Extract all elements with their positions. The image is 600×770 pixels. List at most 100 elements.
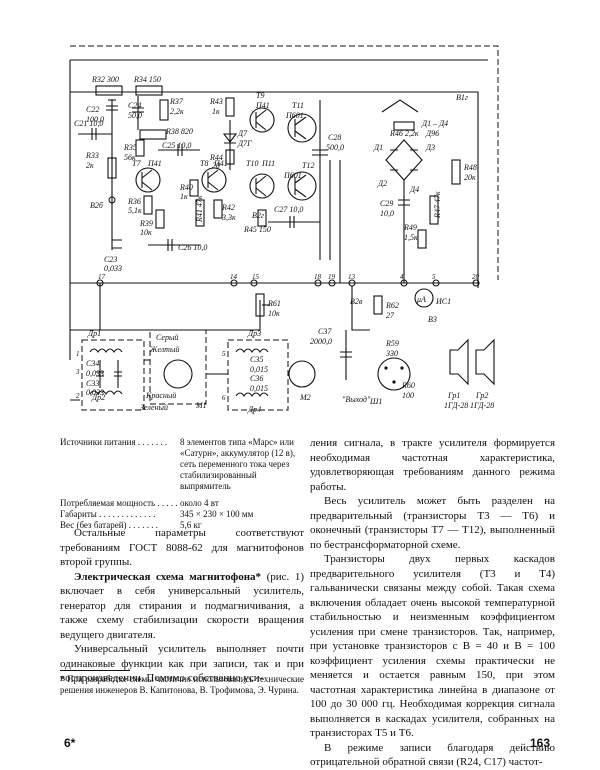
spec-key: Потребляемая мощность . . . . . (60, 498, 178, 508)
footnote: * При разработке схемы частично использо… (60, 674, 304, 695)
terminal-14: 14 (230, 273, 238, 281)
terminal-19: 19 (328, 273, 336, 281)
r45-label: R45 150 (243, 225, 271, 234)
r37-label: R37 (169, 97, 184, 106)
t7-label: T7 (132, 159, 141, 168)
right-column: ления сигнала, в тракте усилителя формир… (310, 436, 555, 770)
b1g-label: B1г (456, 93, 468, 102)
c21-label: C21 10,0 (74, 119, 103, 128)
r60-value: 100 (402, 391, 414, 400)
dr3-label: Др3 (247, 329, 261, 338)
r36-label: R36 (127, 197, 141, 206)
zheltyi-label: Желтый (149, 345, 179, 354)
t10-label: T10 (246, 159, 258, 168)
c33-label: C33 (86, 379, 99, 388)
spec-key: Габариты . . . . . . . . . . . . . (60, 509, 156, 519)
spec-value: 345 × 230 × 100 мм (180, 509, 254, 519)
r35-label: R35 (123, 143, 137, 152)
r35-value: 56к (124, 153, 136, 162)
c34-label: C34 (86, 359, 99, 368)
microammeter-label: μA (416, 295, 426, 304)
left-column: Остальные параметры соответствуют требов… (60, 526, 304, 686)
krasnyi-label: Красный (145, 391, 176, 400)
c27-label: C27 10,0 (274, 205, 303, 214)
r43-value: 1к (212, 107, 220, 116)
spec-key: Источники питания . . . . . . . (60, 437, 168, 447)
r39-value: 10к (140, 228, 152, 237)
paragraph: Транзисторы двух первых каскадов предвар… (310, 553, 555, 739)
dr4-label: Др4 (247, 405, 261, 414)
terminal-strip: 17 14 15 18 19 13 4 5 20 (96, 273, 480, 287)
r60-label: R60 (401, 381, 415, 390)
b3-label: B3 (428, 315, 437, 324)
section-heading: Электрическая схема магнитофона* (74, 570, 262, 583)
r44-label: R44 (209, 153, 223, 162)
m1-label: M1 (195, 401, 207, 410)
r48-value: 20к (464, 173, 476, 182)
d4-label: Д4 (409, 185, 419, 194)
c22-value: 100,0 (86, 115, 104, 124)
c24-value: 50,0 (128, 111, 142, 120)
t8-label: T8 (200, 159, 208, 168)
dr2-label: Др2 (91, 393, 105, 402)
r42-label: R42 (221, 203, 235, 212)
svg-text:3: 3 (75, 368, 80, 376)
b2g-label: B2г (252, 211, 264, 220)
svg-text:1: 1 (76, 350, 80, 358)
r37-value: 2,2к (170, 107, 184, 116)
r61-value: 10к (268, 309, 280, 318)
terminal-17: 17 (98, 273, 106, 281)
r39-label: R39 (139, 219, 153, 228)
r40-label: R40 (179, 183, 193, 192)
d1-label: Д1 (373, 143, 383, 152)
sh1-label: Ш1 (369, 397, 382, 406)
terminal-13: 13 (348, 273, 356, 281)
r36-value: 5,1к (128, 206, 142, 215)
b2v-label: B2в (350, 297, 363, 306)
spec-weight: Вес (без батарей) . . . . . . . 5,6 кг (60, 520, 306, 531)
r43-label: R43 (209, 97, 223, 106)
terminal-4: 4 (400, 273, 404, 281)
r34-label: R34 150 (133, 75, 161, 84)
d7-type: Д7Г (237, 139, 252, 148)
paragraph: (рис. 1) включает в себя универсальный у… (60, 570, 304, 641)
c35-label: C35 (250, 355, 263, 364)
b2b-label: B2б (90, 201, 104, 210)
footnote-rule (60, 670, 130, 671)
c36-value: 0,015 (250, 384, 268, 393)
r49-label: R49 (403, 223, 417, 232)
c35-value: 0,015 (250, 365, 268, 374)
c24-label: C24 (128, 101, 141, 110)
terminal-15: 15 (252, 273, 260, 281)
c36-label: C36 (250, 374, 263, 383)
paragraph: ления сигнала, в тракте усилителя формир… (310, 437, 555, 493)
paragraph: Весь усилитель может быть разделен на пр… (310, 495, 555, 551)
r59-label: R59 (385, 339, 399, 348)
c23-value: 0,033 (104, 264, 122, 273)
vykhod-label: "Выход" (342, 395, 371, 404)
t11-type: П601 (285, 111, 304, 120)
r49-value: 1,5к (404, 233, 418, 242)
svg-text:6: 6 (222, 394, 226, 402)
r41-label: R41 47к (195, 195, 204, 223)
c29-value: 10,0 (380, 209, 394, 218)
svg-text:2: 2 (76, 392, 80, 400)
t8-type: П41 (213, 159, 228, 168)
terminal-5: 5 (432, 273, 436, 281)
r59-value: 330 (385, 349, 398, 358)
dr1-label: Др1 (87, 329, 101, 338)
t12-type: П601 (283, 171, 302, 180)
ic1-label: ИС1 (435, 297, 451, 306)
r46-label: R46 2,2к (389, 129, 419, 138)
t12-label: T12 (302, 161, 314, 170)
d3-label: Д3 (425, 143, 435, 152)
c22-label: C22 (86, 105, 99, 114)
c28-value: 500,0 (326, 143, 344, 152)
t9-label: T9 (256, 91, 264, 100)
r61-label: R61 (267, 299, 281, 308)
paragraph: Универсальный усилитель выполняет почти … (60, 643, 304, 684)
m2-label: M2 (299, 393, 311, 402)
paragraph: Остальные параметры соответствуют требов… (60, 527, 304, 568)
d1d4-label: Д1 – Д4 (421, 119, 448, 128)
r42-value: 3,3к (221, 213, 236, 222)
